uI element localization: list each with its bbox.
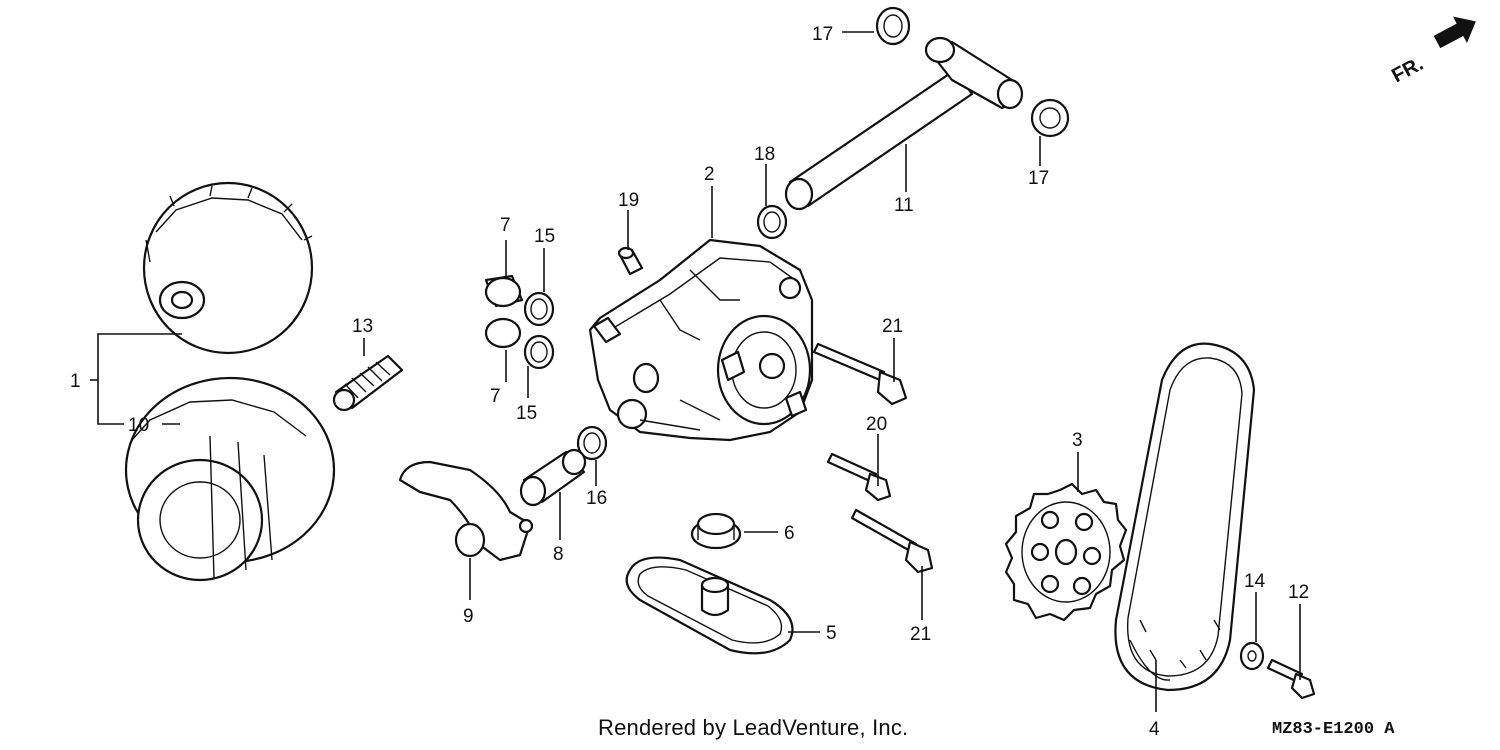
callout-19: 19 bbox=[618, 190, 639, 211]
bolt-20 bbox=[826, 452, 892, 502]
dowel-pin bbox=[617, 246, 644, 276]
collar-upper bbox=[484, 274, 524, 308]
callout-14: 14 bbox=[1244, 571, 1266, 592]
callout-17-upper: 17 bbox=[812, 24, 833, 45]
oil-pressure-switch bbox=[690, 512, 742, 550]
callout-18: 18 bbox=[754, 144, 775, 165]
callout-8: 8 bbox=[553, 544, 564, 565]
callout-13: 13 bbox=[352, 316, 373, 337]
bolt-21-lower bbox=[850, 508, 934, 574]
render-credit: Rendered by LeadVenture, Inc. bbox=[598, 715, 909, 740]
pipe-seal-upper bbox=[875, 6, 911, 46]
callout-15-upper: 15 bbox=[534, 226, 555, 247]
sprocket-bolt bbox=[1266, 658, 1316, 700]
callout-1: 1 bbox=[70, 371, 81, 392]
joint-collar bbox=[519, 448, 587, 507]
callout-20: 20 bbox=[866, 414, 887, 435]
callout-17-right: 17 bbox=[1028, 168, 1049, 189]
leader-lines bbox=[90, 31, 1301, 712]
callout-11: 11 bbox=[894, 195, 914, 216]
oil-strainer bbox=[398, 460, 534, 562]
oil-nipple bbox=[332, 354, 404, 412]
callout-5: 5 bbox=[826, 623, 837, 644]
o-ring-upper bbox=[523, 291, 555, 327]
o-ring-16 bbox=[576, 425, 608, 461]
callout-7-lower: 7 bbox=[490, 386, 501, 407]
callout-7-upper: 7 bbox=[500, 215, 511, 236]
direction-label: FR. bbox=[1388, 53, 1427, 88]
gasket bbox=[625, 556, 794, 655]
oil-pump-chain bbox=[1114, 342, 1256, 692]
oil-pump-sprocket bbox=[1004, 482, 1128, 622]
callout-15-lower: 15 bbox=[516, 403, 537, 424]
callout-9: 9 bbox=[463, 606, 474, 627]
callout-10: 10 bbox=[128, 415, 149, 436]
bolt-21-upper bbox=[812, 342, 908, 406]
callout-21-lower: 21 bbox=[910, 624, 931, 645]
front-direction-arrow: FR. bbox=[1388, 16, 1476, 88]
callout-3: 3 bbox=[1072, 430, 1083, 451]
callout-21-upper: 21 bbox=[882, 316, 903, 337]
diagram-code-number: MZ83-E1200 bbox=[1272, 720, 1375, 739]
o-ring-18 bbox=[756, 204, 788, 240]
callout-12: 12 bbox=[1288, 582, 1309, 603]
callout-16: 16 bbox=[586, 488, 607, 509]
diagram-code: MZ83-E1200 A bbox=[1272, 720, 1394, 739]
o-ring-lower bbox=[523, 334, 555, 370]
oil-filter-cap bbox=[142, 181, 314, 355]
callout-labels: 1 2 3 4 5 6 7 7 8 9 10 11 12 13 14 15 15… bbox=[70, 24, 1309, 740]
washer bbox=[1239, 641, 1265, 671]
callout-6: 6 bbox=[784, 523, 795, 544]
oil-pipe bbox=[784, 36, 1024, 211]
oil-filter bbox=[124, 376, 336, 582]
diagram-code-suffix: A bbox=[1384, 720, 1395, 739]
pipe-seal-right bbox=[1030, 98, 1070, 138]
callout-2: 2 bbox=[704, 164, 715, 185]
oil-pump-assembly bbox=[588, 238, 814, 442]
callout-4: 4 bbox=[1149, 719, 1160, 740]
collar-lower bbox=[484, 317, 522, 349]
